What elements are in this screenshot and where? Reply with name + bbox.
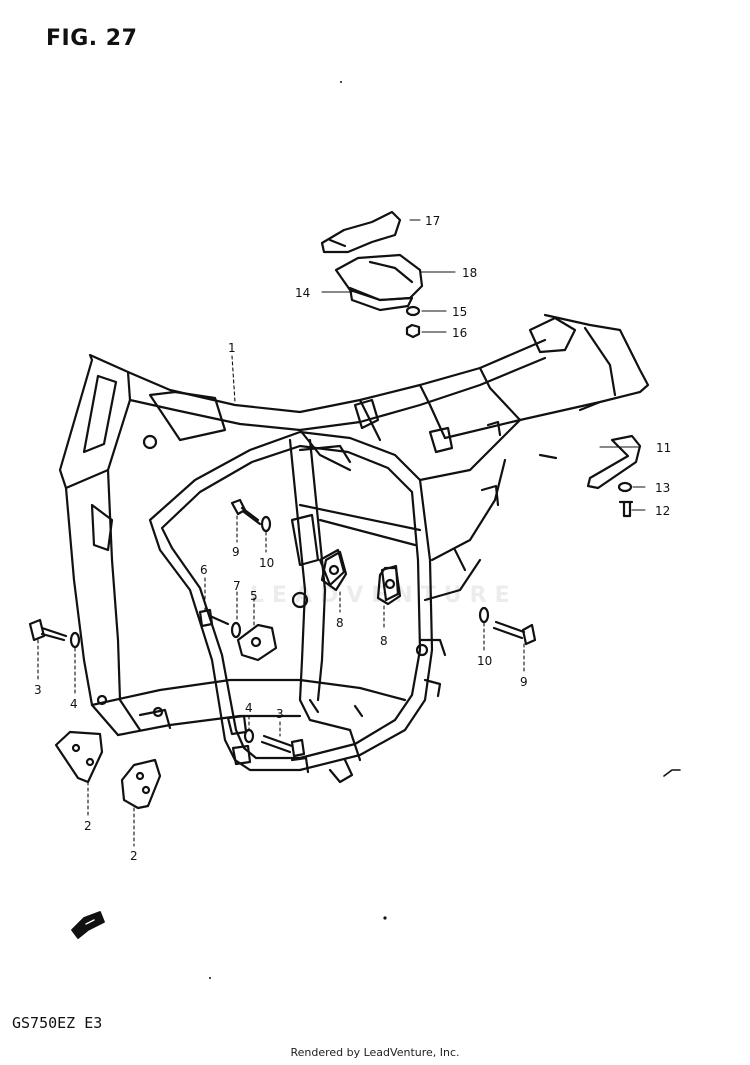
callout-8-left: 8 [336, 616, 344, 630]
callout-7: 7 [233, 579, 241, 593]
washer-10-center [260, 515, 272, 533]
callout-2-left: 2 [84, 819, 92, 833]
washer-15 [405, 305, 421, 317]
bracket-11 [586, 434, 642, 490]
callout-13: 13 [655, 481, 670, 495]
callout-15: 15 [452, 305, 467, 319]
battery-holder-18 [334, 253, 424, 302]
bracket-2-left [54, 730, 104, 784]
callout-14: 14 [295, 286, 310, 300]
callout-5: 5 [250, 589, 258, 603]
washer-7 [230, 621, 242, 639]
nut-16 [405, 323, 421, 339]
callout-10-center: 10 [259, 556, 274, 570]
callout-6: 6 [200, 563, 208, 577]
callout-8-right: 8 [380, 634, 388, 648]
main-frame [58, 313, 650, 784]
callout-3-lower: 3 [276, 707, 284, 721]
bolt-9-right [492, 620, 537, 646]
callout-labels: 17 18 14 15 16 1 11 13 12 9 10 6 7 5 8 8… [34, 214, 671, 863]
callout-10-right: 10 [477, 654, 492, 668]
callout-9-right: 9 [520, 675, 528, 689]
plate-14 [348, 286, 414, 312]
callout-3-left: 3 [34, 683, 42, 697]
mount-plate-8-left [320, 550, 348, 592]
bolt-3-lower [260, 734, 306, 758]
washer-4-lower [243, 728, 255, 744]
washer-13 [617, 481, 633, 493]
callout-1: 1 [228, 341, 236, 355]
small-mark [663, 769, 681, 777]
seat-bracket-17 [320, 210, 402, 254]
model-code: GS750EZ E3 [12, 1014, 103, 1032]
washer-10-right [478, 606, 490, 624]
plate-5 [236, 623, 278, 662]
leader-lines [37, 219, 646, 847]
callout-2-center: 2 [130, 849, 138, 863]
footer-credit: Rendered by LeadVenture, Inc. [290, 1046, 460, 1059]
callout-9-center: 9 [232, 545, 240, 559]
figure-title: FIG. 27 [46, 26, 138, 51]
bolt-12 [618, 500, 634, 518]
bolt-3-left [28, 618, 68, 642]
bolt-9-center [230, 498, 262, 526]
callout-17: 17 [425, 214, 440, 228]
callout-11: 11 [656, 441, 671, 455]
callout-12: 12 [655, 504, 670, 518]
callout-16: 16 [452, 326, 467, 340]
mount-plate-8-right [376, 566, 402, 606]
callout-18: 18 [462, 266, 477, 280]
specks [209, 81, 387, 979]
bracket-2-center [120, 758, 162, 810]
front-direction-arrow-icon [71, 911, 105, 939]
bolt-6 [198, 608, 230, 628]
callout-4-left: 4 [70, 697, 78, 711]
callout-4-lower: 4 [245, 701, 253, 715]
washer-4-left [69, 631, 81, 649]
